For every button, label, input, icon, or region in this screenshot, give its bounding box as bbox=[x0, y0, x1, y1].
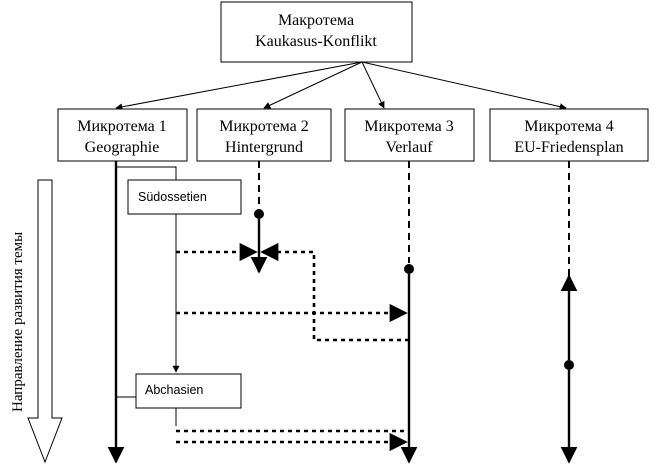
dotted-links bbox=[176, 242, 409, 452]
micro-topic-3-subtitle: Verlauf bbox=[385, 139, 433, 156]
arrow-to-micro-2 bbox=[263, 61, 363, 109]
micro-topic-2-title: Микротема 2 bbox=[219, 118, 309, 135]
arrow-to-micro-1 bbox=[115, 61, 363, 111]
abchasien-box: Abchasien bbox=[135, 373, 242, 409]
micro-topic-4-subtitle: EU-Friedensplan bbox=[514, 139, 623, 156]
direction-label: Направление развития темы bbox=[10, 232, 26, 412]
micro-4-dot bbox=[564, 360, 574, 370]
micro-topic-box-4: Микротема 4 EU-Friedensplan bbox=[489, 108, 649, 162]
direction-arrow bbox=[27, 179, 63, 464]
sudossetien-box: Südossetien bbox=[127, 179, 242, 215]
micro-topic-1-subtitle: Geographie bbox=[85, 139, 160, 156]
micro-2-start-dot bbox=[254, 209, 264, 219]
macro-topic-title: Макротема bbox=[278, 12, 354, 29]
sudossetien-label: Südossetien bbox=[138, 190, 207, 204]
abchasien-label: Abchasien bbox=[145, 383, 203, 397]
micro-topic-3-title: Микротема 3 bbox=[364, 118, 454, 135]
macro-topic-box: Макротема Kaukasus-Konflikt bbox=[220, 1, 413, 63]
macro-topic-subtitle: Kaukasus-Konflikt bbox=[255, 33, 377, 50]
micro-topic-box-3: Микротема 3 Verlauf bbox=[344, 108, 475, 162]
arrow-to-micro-4 bbox=[361, 61, 567, 111]
micro-topic-2-subtitle: Hintergrund bbox=[225, 139, 303, 156]
macro-to-micro-arrows bbox=[115, 61, 567, 111]
micro-topic-1-title: Микротема 1 bbox=[77, 118, 167, 135]
micro-topic-4-title: Микротема 4 bbox=[524, 118, 614, 135]
subtopic-connector bbox=[116, 166, 180, 426]
micro-topic-box-1: Микротема 1 Geographie bbox=[57, 108, 188, 162]
connector-to-sudossetien bbox=[116, 166, 177, 180]
arrow-to-micro-3 bbox=[361, 61, 385, 109]
micro-topic-box-2: Микротема 2 Hintergrund bbox=[196, 108, 332, 162]
dotted-verlauf-to-hintergrund bbox=[260, 242, 409, 342]
micro-3-start-dot bbox=[404, 264, 414, 274]
